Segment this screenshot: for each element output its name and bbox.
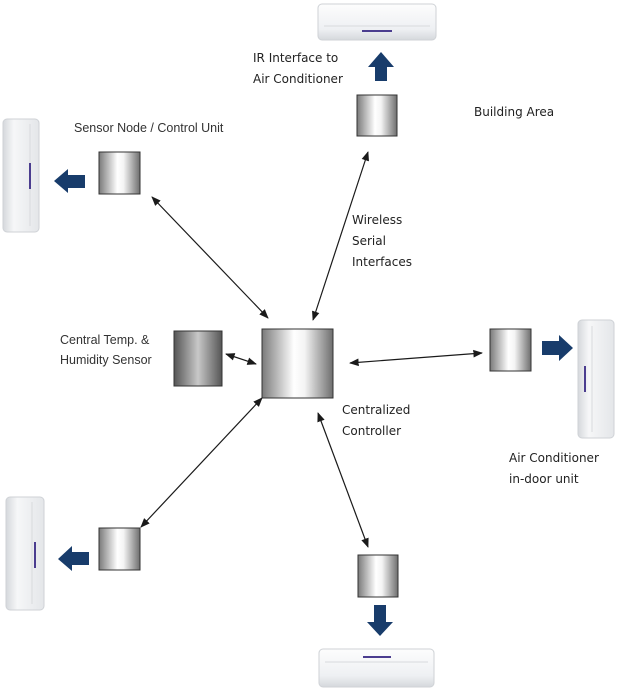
sensor-node-top [356, 94, 398, 137]
ac-unit-right [577, 319, 615, 439]
central-temp-humidity-sensor [173, 330, 223, 387]
ir-arrow-left-top-icon [54, 169, 85, 193]
sensor-node-left-bottom [98, 527, 141, 571]
sensor-node-label: Sensor Node / Control Unit [74, 121, 224, 135]
link-controller-top [312, 151, 369, 321]
ir-arrow-right-icon [542, 335, 573, 361]
central-sensor-label: Central Temp. & Humidity Sensor [60, 330, 152, 370]
wireless-line-2: Serial [352, 234, 386, 248]
central-sensor-line-1: Central Temp. & [60, 333, 150, 347]
link-controller-left-bottom [140, 397, 263, 528]
controller-line-1: Centralized [342, 403, 411, 417]
controller-line-2: Controller [342, 424, 402, 438]
central-sensor-line-2: Humidity Sensor [60, 353, 152, 367]
sensor-node-right [489, 328, 532, 372]
link-controller-right [349, 349, 483, 367]
sensor-node-bottom [357, 554, 399, 598]
ir-arrow-up-icon [368, 52, 394, 81]
ac-indoor-line-1: Air Conditioner [509, 451, 599, 465]
ir-interface-line-1: IR Interface to [253, 51, 339, 65]
ac-unit-left-top [2, 118, 40, 233]
ac-indoor-label: Air Conditioner in-door unit [509, 448, 599, 490]
ir-interface-label: IR Interface to Air Conditioner [253, 48, 343, 90]
link-controller-left-top [151, 196, 269, 319]
ac-unit-left-bottom [5, 496, 45, 611]
wireless-line-1: Wireless [352, 213, 403, 227]
ir-arrow-down-icon [367, 605, 393, 636]
wireless-serial-label: Wireless Serial Interfaces [352, 210, 412, 273]
centralized-controller [261, 328, 334, 399]
building-area-label: Building Area [474, 105, 555, 119]
sensor-node-left-top [98, 151, 141, 195]
link-controller-sensor [225, 353, 257, 365]
wireless-line-3: Interfaces [352, 255, 412, 269]
link-controller-bottom [317, 412, 369, 548]
ir-interface-line-2: Air Conditioner [253, 72, 343, 86]
ac-unit-top [317, 3, 437, 41]
ir-arrow-left-bottom-icon [58, 546, 89, 571]
ac-indoor-line-2: in-door unit [509, 472, 579, 486]
ac-unit-bottom [318, 648, 435, 688]
centralized-controller-label: Centralized Controller [342, 400, 410, 442]
